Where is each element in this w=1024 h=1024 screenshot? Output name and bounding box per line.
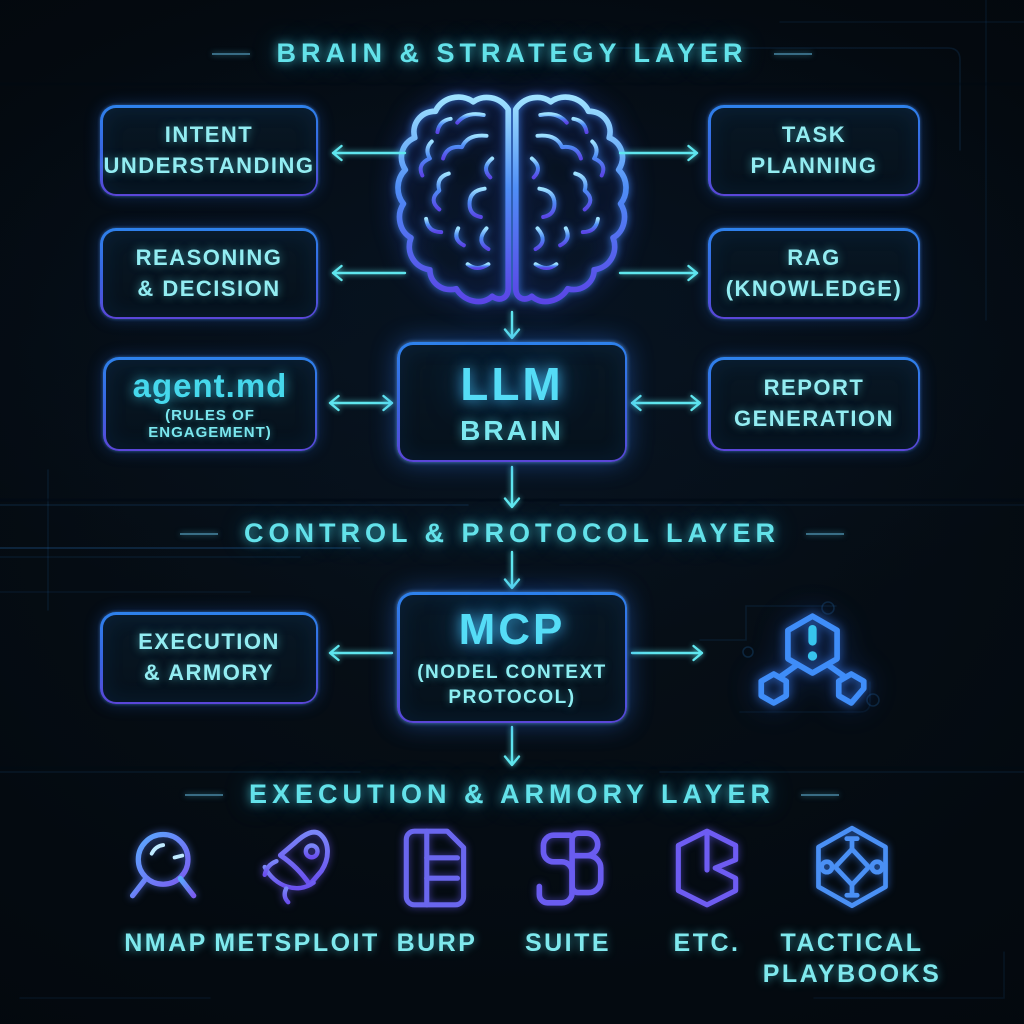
box-label: REASONING [135,244,283,270]
llm-subtitle: BRAIN [460,415,564,446]
hex-network-icon [809,822,895,914]
title-dash-left [212,52,251,55]
box-label: REPORT [763,375,865,401]
tool-metsploit: METSPLOIT [214,822,377,959]
tool-label: BURP [396,929,478,957]
title-dash-left [179,532,218,535]
hexagon-alert-cluster-icon [758,613,867,706]
execution-armory-box: EXECUTION & ARMORY [100,612,318,704]
layer-title-text: CONTROL & PROTOCOL LAYER [243,518,781,548]
sb-monogram-icon [527,822,609,914]
box-label: PLANNING [750,152,878,178]
magnifier-icon [123,822,209,914]
brain-icon [394,86,630,314]
rag-knowledge-box: RAG (KNOWLEDGE) [708,228,920,319]
tool-tactical-playbooks: TACTICAL PLAYBOOKS [763,822,939,991]
layer-title-text: BRAIN & STRATEGY LAYER [276,38,748,68]
tool-label: TACTICAL PLAYBOOKS [762,929,942,989]
tool-suite: SUITE [493,822,643,959]
title-dash-right [773,52,812,55]
rocket-icon [253,822,341,914]
agent-md-box: agent.md (RULES OF ENGAGEMENT) [103,357,317,451]
brain-strategy-layer-title: BRAIN & STRATEGY LAYER [0,38,1024,69]
report-generation-box: REPORT GENERATION [708,357,920,451]
reasoning-decision-box: REASONING & DECISION [100,228,318,319]
tool-nmap: NMAP [91,822,241,959]
control-protocol-layer-title: CONTROL & PROTOCOL LAYER [0,518,1024,549]
task-planning-box: TASK PLANNING [708,105,920,196]
agent-md-title: agent.md [132,367,288,404]
split-document-icon [396,822,478,914]
hex-cube-icon [665,822,749,914]
mcp-title: MCP [458,604,566,654]
tool-label: ETC. [673,929,741,957]
tool-label: NMAP [124,929,208,957]
tool-burp: BURP [362,822,512,959]
box-label: UNDERSTANDING [103,152,315,178]
box-label: INTENT [164,121,254,147]
tool-etc: ETC. [632,822,782,959]
mcp-subtitle: (NODEL CONTEXT PROTOCOL) [417,661,607,708]
title-dash-left [184,793,223,796]
box-label: EXECUTION [138,629,280,655]
agent-md-subtitle: (RULES OF ENGAGEMENT) [148,407,272,441]
box-label: & DECISION [137,275,281,301]
box-label: GENERATION [733,406,895,431]
tool-label: METSPLOIT [214,929,380,957]
title-dash-right [801,793,840,796]
llm-title: LLM [460,358,564,410]
tool-label: SUITE [524,929,612,957]
llm-brain-box: LLM BRAIN [397,342,627,462]
box-label: & ARMORY [143,660,275,685]
box-label: TASK [781,121,847,147]
layer-title-text: EXECUTION & ARMORY LAYER [248,779,776,809]
title-dash-right [806,532,845,535]
box-label: (KNOWLEDGE) [725,275,903,301]
intent-understanding-box: INTENT UNDERSTANDING [100,105,318,196]
mcp-box: MCP (NODEL CONTEXT PROTOCOL) [397,592,627,723]
execution-armory-layer-title: EXECUTION & ARMORY LAYER [0,779,1024,810]
box-label: RAG [787,244,841,270]
